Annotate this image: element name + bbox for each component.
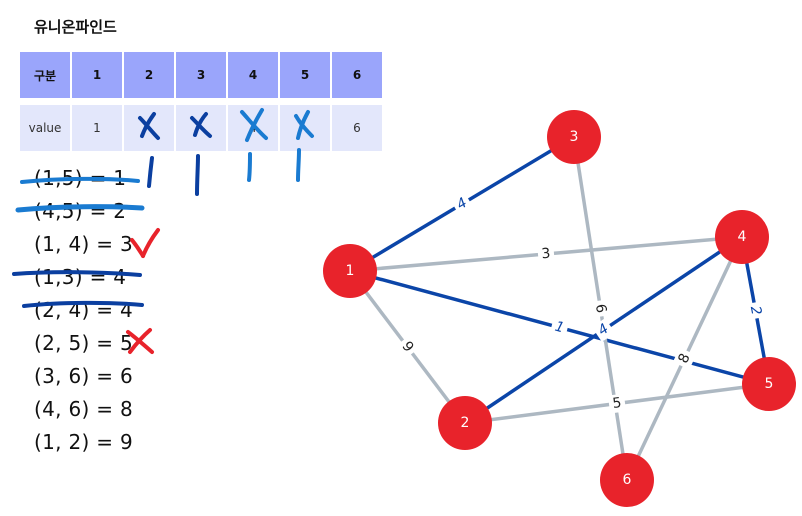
table-header-label: 구분: [20, 52, 70, 98]
x-mark-2: [138, 112, 160, 140]
edge-weight-4-5: 2: [747, 305, 764, 317]
graph-node-1: [323, 244, 377, 298]
edge-item-1-2: (1, 2) = 9: [34, 430, 133, 454]
edge-weight-bg-4-5: [745, 301, 766, 320]
x-mark-3: [190, 112, 212, 138]
edge-item-2-5: (2, 5) = 5: [34, 331, 133, 355]
edge-weight-bg-2-5: [607, 393, 627, 414]
tally-mark-1: [147, 156, 154, 188]
strike-4-5: [15, 204, 145, 213]
table-header-2: 2: [124, 52, 174, 98]
table-value-1: 1: [72, 105, 122, 151]
table-header-1: 1: [72, 52, 122, 98]
graph-node-label-5: 5: [765, 376, 774, 392]
edge-weight-bg-1-5: [549, 316, 570, 339]
table-header-4: 4: [228, 52, 278, 98]
edge-item-1-4: (1, 4) = 3: [34, 232, 133, 256]
edge-weight-3-6: 6: [592, 303, 609, 314]
graph-node-label-6: 6: [623, 472, 632, 488]
edge-weight-bg-1-3: [450, 192, 474, 216]
graph-node-5: [742, 357, 796, 411]
edge-weight-bg-3-6: [590, 299, 611, 318]
edge-weight-bg-1-4: [537, 244, 555, 264]
tally-mark-4: [296, 148, 301, 182]
graph-node-label-1: 1: [346, 263, 355, 279]
table-value-6: 6: [332, 105, 382, 151]
edge-item-1-3: (1,3) = 4: [34, 265, 127, 289]
table-row-label: value: [20, 105, 70, 151]
graph-node-3: [547, 110, 601, 164]
edge-item-3-6: (3, 6) = 6: [34, 364, 133, 388]
edge-item-4-5: (4,5) = 2: [34, 199, 127, 223]
edge-weight-1-4: 3: [541, 246, 551, 263]
edge-weight-bg-1-2: [395, 335, 420, 359]
reject-mark-2-5: [126, 328, 154, 354]
graph-node-label-4: 4: [738, 229, 747, 245]
strike-1-5: [20, 176, 140, 184]
graph-node-label-2: 2: [461, 415, 470, 431]
reject-mark-1-4: [130, 228, 160, 258]
graph-node-4: [715, 210, 769, 264]
strike-1-3: [12, 270, 142, 277]
tally-mark-3: [247, 152, 252, 182]
tally-mark-2: [195, 154, 200, 196]
page-title: 유니온파인드: [34, 18, 117, 36]
x-mark-5: [294, 110, 314, 140]
table-header-5: 5: [280, 52, 330, 98]
strike-2-4: [22, 300, 144, 308]
table-header-3: 3: [176, 52, 226, 98]
graph-node-2: [438, 396, 492, 450]
table-header-6: 6: [332, 52, 382, 98]
edge-weight-bg-2-4: [591, 318, 616, 342]
edge-weight-2-5: 5: [612, 395, 623, 412]
edge-item-4-6: (4, 6) = 8: [34, 397, 133, 421]
x-mark-4: [240, 108, 268, 142]
edge-weight-1-5: 1: [553, 319, 566, 337]
edge-weight-bg-4-6: [672, 347, 697, 370]
graph-node-label-3: 3: [570, 129, 579, 145]
graph-node-6: [600, 453, 654, 507]
